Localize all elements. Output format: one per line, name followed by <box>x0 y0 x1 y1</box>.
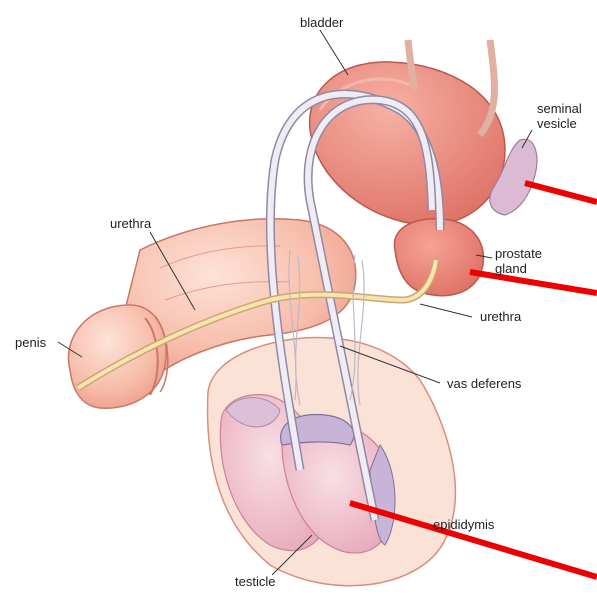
label-urethra-left: urethra <box>110 216 152 231</box>
label-epididymis: epididymis <box>433 517 495 532</box>
glans <box>68 305 167 408</box>
label-vas-deferens: vas deferens <box>447 376 522 391</box>
label-prostate-line1: prostate <box>495 246 542 261</box>
label-testicle: testicle <box>235 574 275 589</box>
label-bladder: bladder <box>300 15 344 30</box>
prostate-gland <box>394 219 483 296</box>
pointer-seminal-vesicle <box>525 183 597 202</box>
label-prostate-line2: gland <box>495 261 527 276</box>
label-seminal-vesicle-line2: vesicle <box>537 116 577 131</box>
pointer-prostate <box>470 272 597 293</box>
label-seminal-vesicle-line1: seminal <box>537 101 582 116</box>
bladder <box>310 62 505 225</box>
label-penis: penis <box>15 335 47 350</box>
label-urethra-right: urethra <box>480 309 522 324</box>
